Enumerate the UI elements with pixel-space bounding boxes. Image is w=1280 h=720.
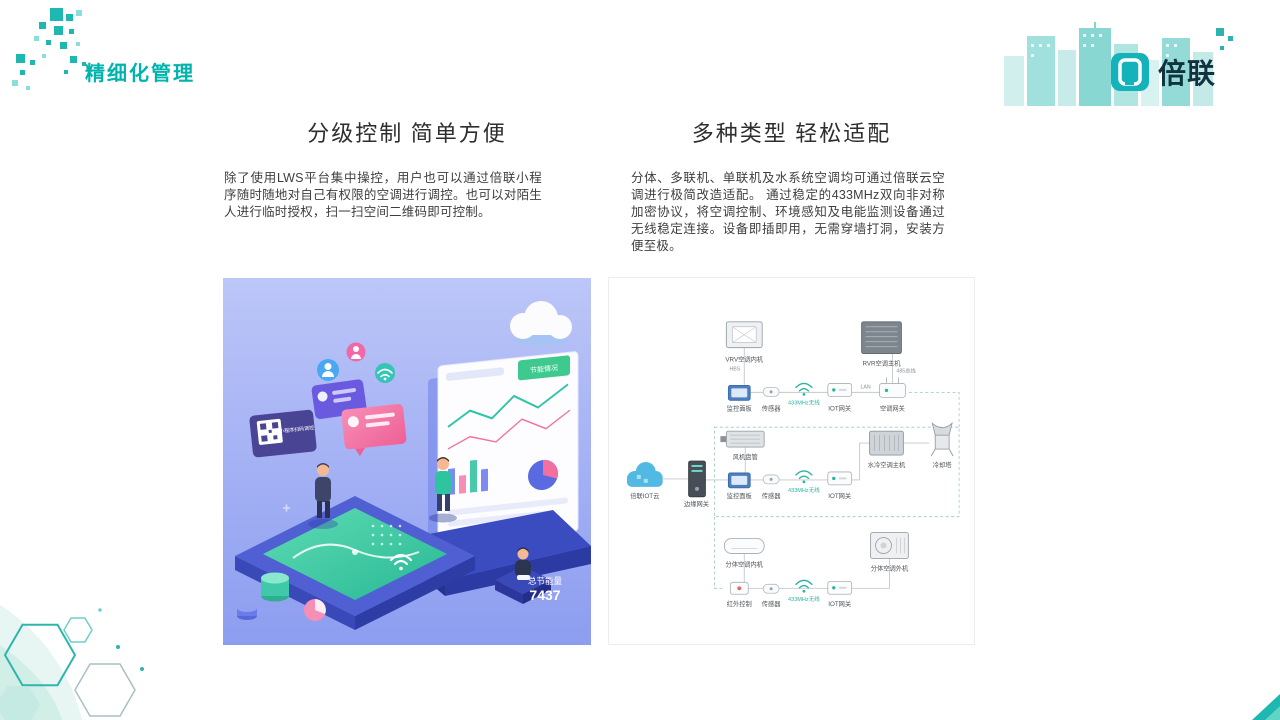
ac-gateway-icon [879,377,906,398]
right-column-heading: 多种类型 轻松适配 [691,121,892,146]
energy-tag-label: 节能情况 [530,363,558,375]
label-cooling-tower: 冷却塔 [933,460,952,469]
label-iot-cloud: 倍联IOT云 [630,491,659,500]
chat-bubble-blue [317,359,339,381]
diagram-lines [660,347,930,589]
label-iot-gateway-2: IOT网关 [828,491,851,500]
label-sensor-2: 传感器 [762,491,781,500]
pixel-decoration-topleft [12,8,86,90]
iot-cloud-icon [626,461,663,487]
pie-chart [528,459,558,491]
sensor-icon [762,386,780,397]
monitor-panel-icon [727,472,751,489]
vrv-outdoor-unit-icon [861,321,902,355]
total-energy-label: 总节能量 [528,576,563,586]
cooling-tower-icon [930,422,954,457]
split-outdoor-unit-icon [870,532,909,559]
corner-accent-decoration [1252,694,1280,720]
wireless-433-icon [795,470,813,484]
label-hbs: HBS [729,366,740,372]
fan-coil-icon [720,430,765,448]
iot-gateway-icon [827,471,853,486]
label-wireless-2: 433MHz无线 [788,486,820,494]
line-chart-teal [447,383,569,428]
plus-accents [283,424,487,512]
control-illustration: 节能情况 [223,278,591,645]
chat-bubble-teal [375,363,395,383]
diagram-dashed-lines [714,391,960,589]
label-split-indoor: 分体空调内机 [726,559,764,568]
label-485-bus: 485总线 [896,366,916,374]
stat-cylinders [237,572,326,621]
iot-gateway-icon [827,382,853,397]
person-standing [429,457,457,523]
total-energy-stat: 总节能量 7437 [528,576,563,603]
water-chiller-icon [869,430,904,456]
page-title: 精细化管理 [85,63,195,85]
isometric-tablet [235,496,475,630]
control-illustration-svg: 节能情况 [223,278,591,645]
adaptation-diagram-panel: VRV空调内机 HBS RVR空调主机 485总线 监控面板 传感器 433MH… [608,277,975,645]
left-column-heading: 分级控制 简单方便 [307,121,507,146]
left-column-body: 除了使用LWS平台集中操控，用户也可以通过倍联小程序随时随地对自己有权限的空调进… [224,171,542,219]
label-panel-2: 监控面板 [727,491,753,500]
beilian-logo-icon [1110,53,1149,91]
label-water-chiller: 水冷空调主机 [868,460,906,469]
label-edge-gateway: 边缘网关 [684,499,709,508]
label-ir-control: 红外控制 [727,599,752,608]
iot-gateway-icon [827,580,853,595]
label-fan-coil: 风机盘管 [733,452,758,461]
wifi-icon [389,553,413,571]
label-vrv-indoor: VRV空调内机 [725,355,763,364]
monitor-panel-icon [727,384,751,401]
sensor-icon [762,474,780,485]
dots-pattern [371,524,402,546]
line-chart-pink [447,409,571,450]
label-sensor-1: 传感器 [762,403,781,412]
label-wireless-1: 433MHz无线 [788,398,820,406]
label-iot-gateway-3: IOT网关 [828,599,851,608]
wireless-433-icon [795,579,813,594]
label-panel-1: 监控面板 [727,403,753,412]
ir-control-icon [729,581,749,595]
label-vrv-outdoor: RVR空调主机 [862,359,901,368]
message-card-pink [341,404,407,457]
qr-code-sign: 小程序扫码调控 [249,409,317,458]
sensor-icon [762,583,780,594]
right-column-body: 分体、多联机、单联机及水系统空调均可通过倍联云空调进行极简改造适配。 通过稳定的… [631,171,945,253]
person-sitting [495,547,551,604]
brand-logo: 倍联 [1110,52,1216,92]
edge-gateway-icon [688,460,706,498]
energy-status-tag: 节能情况 [518,355,570,381]
logo-text: 倍联 [1157,58,1216,89]
label-sensor-3: 传感器 [762,599,781,608]
hexagon-decoration [0,605,144,720]
label-iot-gateway-1: IOT网关 [828,403,851,412]
chat-bubble-pink [346,342,366,362]
person-on-tablet [308,463,338,529]
label-split-outdoor: 分体空调外机 [871,563,909,572]
adaptation-diagram-svg: VRV空调内机 HBS RVR空调主机 485总线 监控面板 传感器 433MH… [626,321,960,608]
label-ac-gateway: 空调网关 [880,403,905,412]
label-wireless-3: 433MHz无线 [788,595,820,603]
qr-sign-label: 小程序扫码调控 [279,424,315,435]
split-indoor-unit-icon [723,538,765,554]
label-lan: LAN [860,384,870,390]
vrv-indoor-unit-icon [725,321,763,349]
cloud-icon [510,301,572,346]
total-energy-value: 7437 [529,587,560,603]
wireless-433-icon [795,382,813,397]
dashboard-screen: 节能情况 [428,351,579,557]
